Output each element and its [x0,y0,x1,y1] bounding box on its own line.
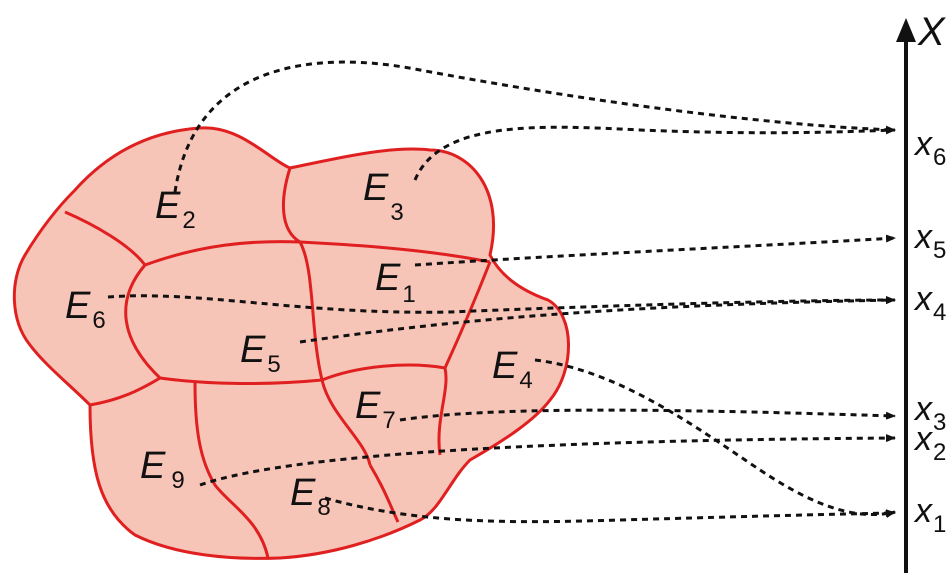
arrow-e9-x2 [199,434,896,487]
region-label-e6: E6 [65,285,106,334]
arrow-e5-x4 [299,296,896,344]
mapping-arrows [107,60,896,524]
arrow-e3-x6 [413,125,896,181]
axis-title: X [917,10,946,54]
region-boundaries [64,167,492,559]
arrow-e2-x6 [173,60,896,193]
axis-label-x5: x5 [913,218,946,264]
axis-label-x4: x4 [913,280,946,326]
axis-label-x6: x6 [913,125,946,171]
axis-label-x2: x2 [913,420,946,466]
region-label-e8: E8 [290,472,331,521]
region-label-e5: E5 [240,329,281,378]
x-axis-arrowhead [896,18,916,42]
region-label-e7: E7 [355,385,396,434]
axis-label-x3: x3 [913,390,946,436]
arrow-e6-x4 [107,294,896,314]
arrow-e4-x1 [534,358,896,518]
axis-label-x1: x1 [913,492,946,538]
region-label-e1: E1 [375,257,416,308]
axis-labels: X x6 x5 x4 x3 x2 x1 [913,10,946,538]
arrow-e8-x1 [324,496,896,524]
region-label-e4: E4 [492,345,533,394]
region-label-e2: E2 [155,185,196,234]
region-label-e3: E3 [363,167,404,226]
arrow-e7-x3 [399,408,896,422]
